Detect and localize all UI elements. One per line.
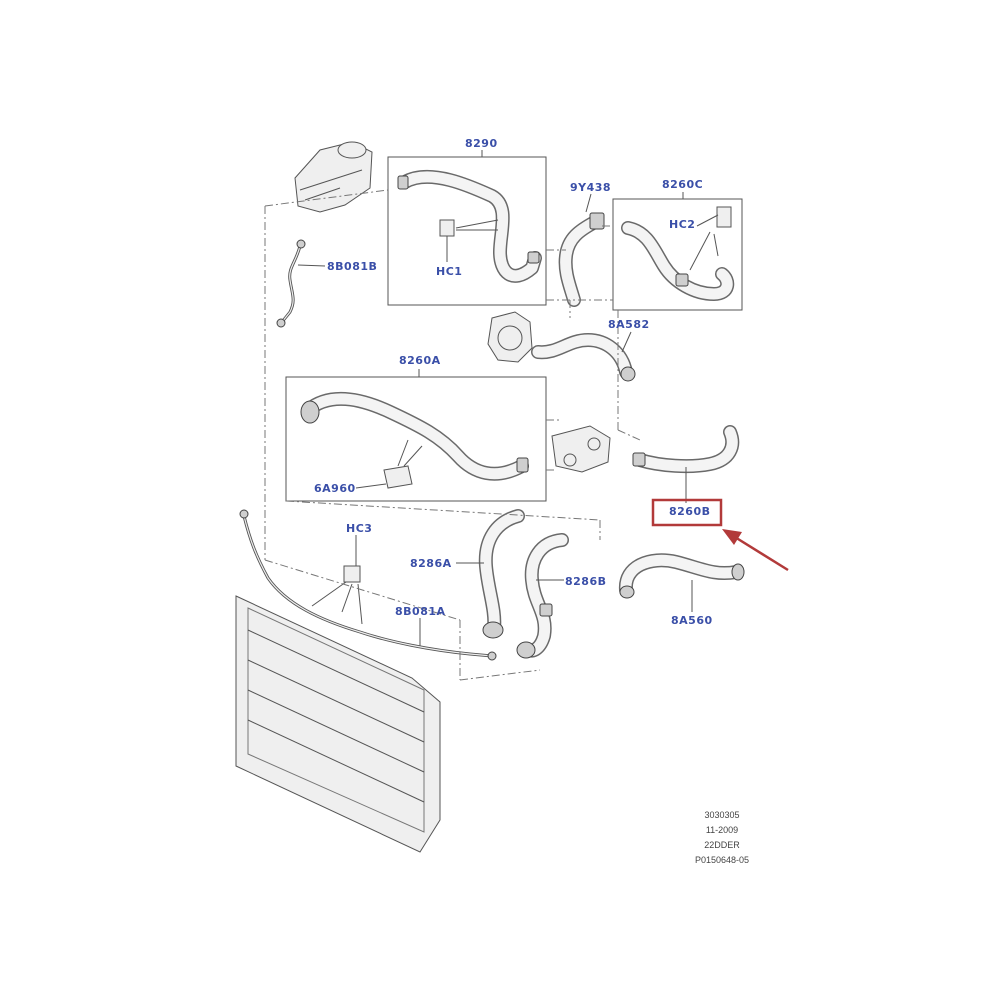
label-6a960: 6A960: [314, 482, 356, 495]
label-9y438: 9Y438: [570, 181, 612, 194]
ref-line-4: P0150648-05: [694, 855, 750, 865]
label-hc3: HC3: [346, 522, 373, 535]
hose-8286b: [516, 533, 569, 659]
label-hc1: HC1: [436, 265, 463, 278]
box-8290: [387, 156, 547, 306]
hose-8a560: [619, 553, 745, 612]
box-8260a: [285, 376, 547, 502]
label-8a560: 8A560: [671, 614, 713, 627]
hose-8260c: [621, 206, 735, 301]
water-pump: [487, 311, 533, 363]
assembly-lines: [264, 189, 641, 681]
hose-9y438: [558, 193, 605, 307]
label-8b081a: 8B081A: [395, 605, 446, 618]
highlight-8260b: [651, 498, 789, 572]
label-8b081b: 8B081B: [327, 260, 378, 273]
ref-line-2: 11-2009: [705, 825, 739, 835]
hose-8260a: [300, 391, 529, 481]
bracket-6a960: [355, 439, 423, 489]
box-8260c: [612, 198, 743, 311]
label-hc2: HC2: [669, 218, 696, 231]
pipe-8b081a: [239, 509, 497, 661]
hose-8260b: [632, 425, 740, 503]
label-8260c: 8260C: [662, 178, 704, 191]
label-8286a: 8286A: [410, 557, 452, 570]
clip-hc1: [439, 219, 499, 262]
ref-line-1: 3030305: [704, 810, 740, 820]
thermostat-housing: [551, 425, 611, 473]
hose-8a582: [531, 331, 636, 382]
pipe-8b081b: [276, 239, 326, 328]
radiator: [235, 595, 441, 853]
label-8a582: 8A582: [608, 318, 650, 331]
ref-line-3: 22DDER: [704, 840, 740, 850]
expansion-tank: [294, 141, 373, 213]
hose-8286a: [456, 509, 525, 639]
label-8290: 8290: [465, 137, 498, 150]
label-8260a: 8260A: [399, 354, 441, 367]
hose-8290: [397, 169, 542, 283]
clip-hc3: [311, 535, 363, 625]
label-8260b: 8260B: [669, 505, 711, 518]
label-8286b: 8286B: [565, 575, 607, 588]
